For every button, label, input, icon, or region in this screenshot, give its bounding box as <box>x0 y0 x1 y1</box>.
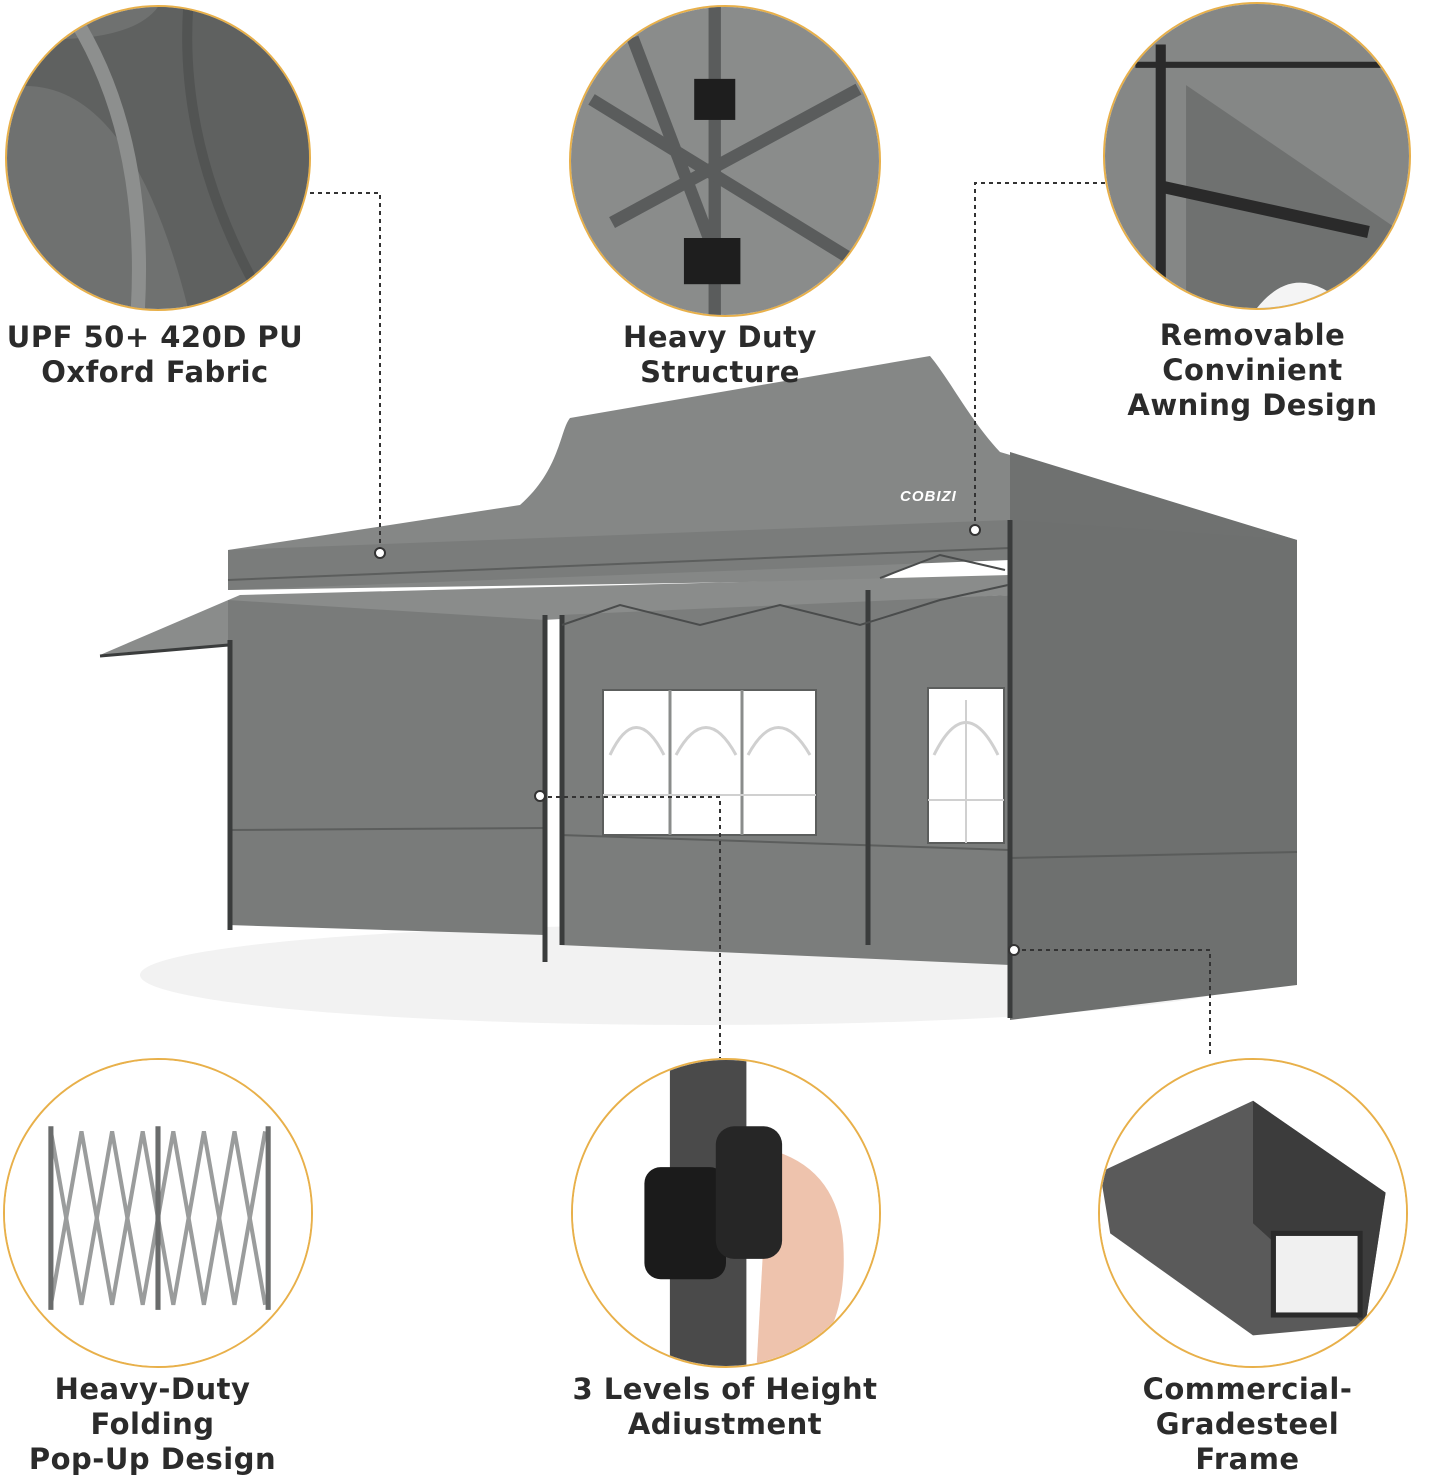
folded-frame-icon <box>5 1060 311 1366</box>
steel-label-line2: Frame <box>1195 1442 1300 1476</box>
feature-label-fabric: UPF 50+ 420D PU Oxford Fabric <box>0 320 310 390</box>
fabric-texture-icon <box>7 7 309 309</box>
structure-label-line1: Heavy Duty Structure <box>623 320 817 389</box>
window-triple <box>602 689 817 836</box>
right-endwall <box>1010 520 1297 1020</box>
frame-truss <box>561 553 1009 627</box>
canopy-right-face <box>1010 452 1297 560</box>
awning-label-line2: Awning Design <box>1127 388 1378 422</box>
awning-bracket-icon <box>1105 4 1409 308</box>
frame-joint-icon <box>571 7 879 315</box>
steel-detail-circle <box>1098 1058 1408 1368</box>
feature-label-steel: Commercial-Gradesteel Frame <box>1060 1372 1435 1477</box>
callout-dots <box>374 524 1020 956</box>
height-clamp-icon <box>573 1060 879 1366</box>
height-label-line1: 3 Levels of Height <box>572 1372 878 1406</box>
feature-label-structure: Heavy Duty Structure <box>540 320 900 390</box>
folding-label-line2: Pop-Up Design <box>28 1442 277 1476</box>
feature-label-height: 3 Levels of Height Adiustment <box>560 1372 890 1442</box>
steel-tube-icon <box>1100 1060 1406 1366</box>
height-label-line2: Adiustment <box>627 1407 823 1441</box>
brand-logo: COBIZI <box>900 488 957 505</box>
awning-detail-circle <box>1103 2 1411 310</box>
folding-label-line1: Heavy-Duty Folding <box>54 1372 251 1441</box>
height-detail-circle <box>571 1058 881 1368</box>
callout-lines <box>310 182 1211 1058</box>
feature-label-folding: Heavy-Duty Folding Pop-Up Design <box>0 1372 305 1477</box>
window-single <box>927 687 1005 844</box>
awning-label-line1: Removable Convinient <box>1159 318 1346 387</box>
canopy-top <box>228 356 1297 590</box>
feature-label-awning: Removable Convinient Awning Design <box>1070 318 1435 423</box>
fabric-label-line2: Oxford Fabric <box>41 355 269 389</box>
tent-illustration <box>99 182 1298 1058</box>
structure-detail-circle <box>569 5 881 317</box>
folding-detail-circle <box>3 1058 313 1368</box>
fabric-detail-circle <box>5 5 311 311</box>
fabric-label-line1: UPF 50+ 420D PU <box>6 320 304 354</box>
left-sidewall <box>228 600 545 935</box>
steel-label-line1: Commercial-Gradesteel <box>1142 1372 1353 1441</box>
frame-legs <box>227 520 1013 1018</box>
